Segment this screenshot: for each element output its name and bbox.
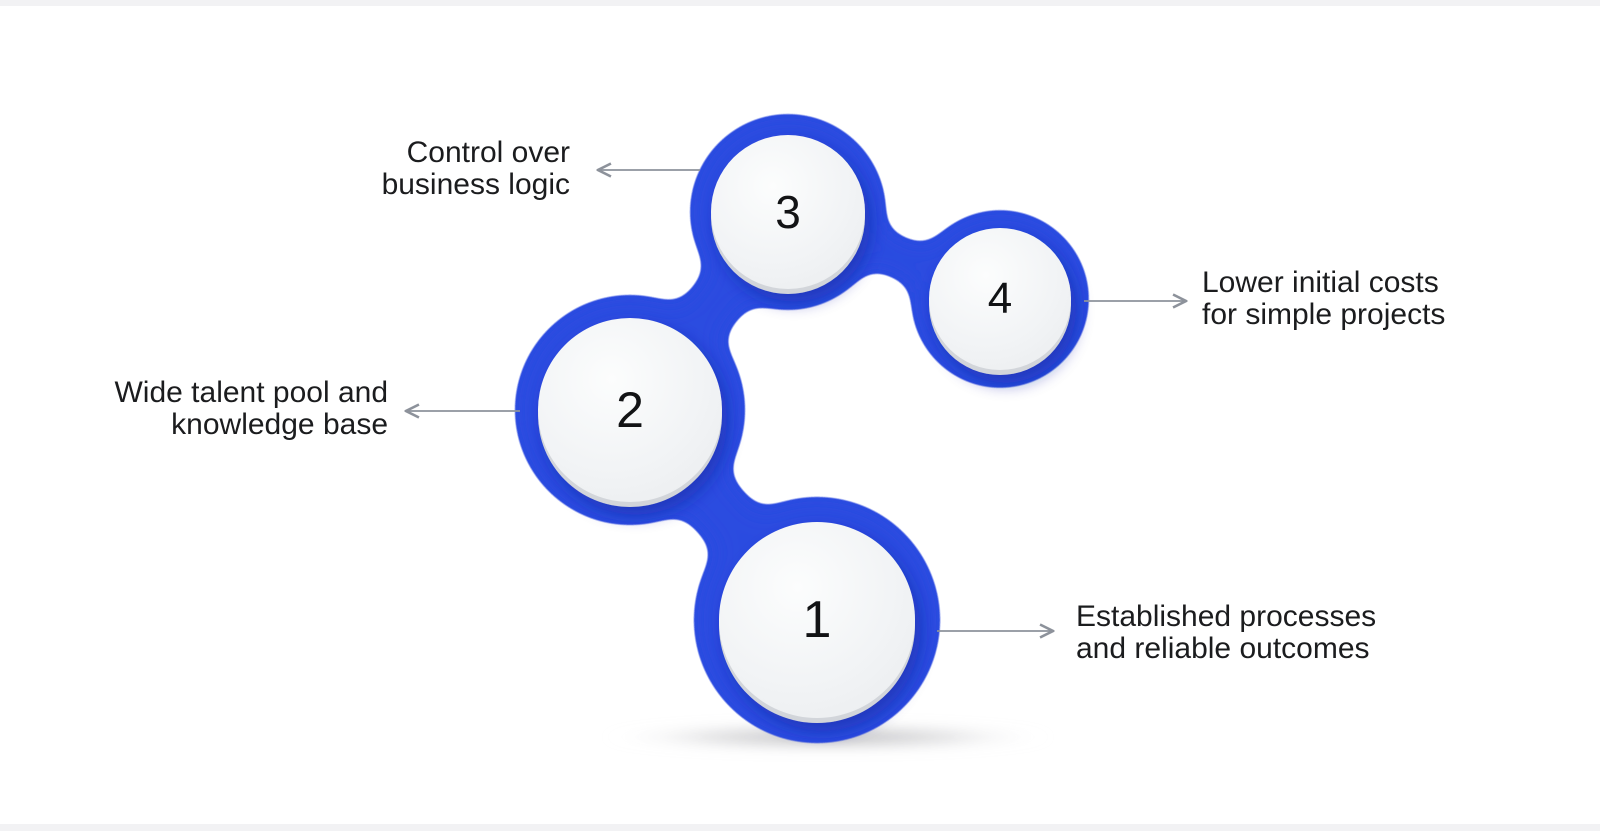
node-2-label: Wide talent pool and knowledge base	[114, 376, 388, 441]
node-3-disc	[711, 135, 865, 294]
node-1-number: 1	[802, 591, 832, 649]
node-2-disc-face	[538, 318, 722, 502]
node-1-disc-face	[719, 522, 915, 718]
node-4-disc	[929, 228, 1071, 375]
node-4-disc-face	[929, 228, 1071, 370]
top-edge-divider	[0, 0, 1600, 6]
node-3-label: Control over business logic	[381, 136, 570, 201]
node-2-number: 2	[616, 382, 644, 438]
node-1-disc	[719, 522, 915, 723]
node-3-disc-face	[711, 135, 865, 289]
node-4-number: 4	[987, 274, 1013, 323]
node-4-label: Lower initial costs for simple projects	[1202, 266, 1446, 331]
node-2-disc	[538, 318, 722, 507]
node-1-label: Established processes and reliable outco…	[1076, 600, 1377, 665]
node-3-number: 3	[775, 186, 801, 238]
bottom-edge-divider	[0, 824, 1600, 831]
